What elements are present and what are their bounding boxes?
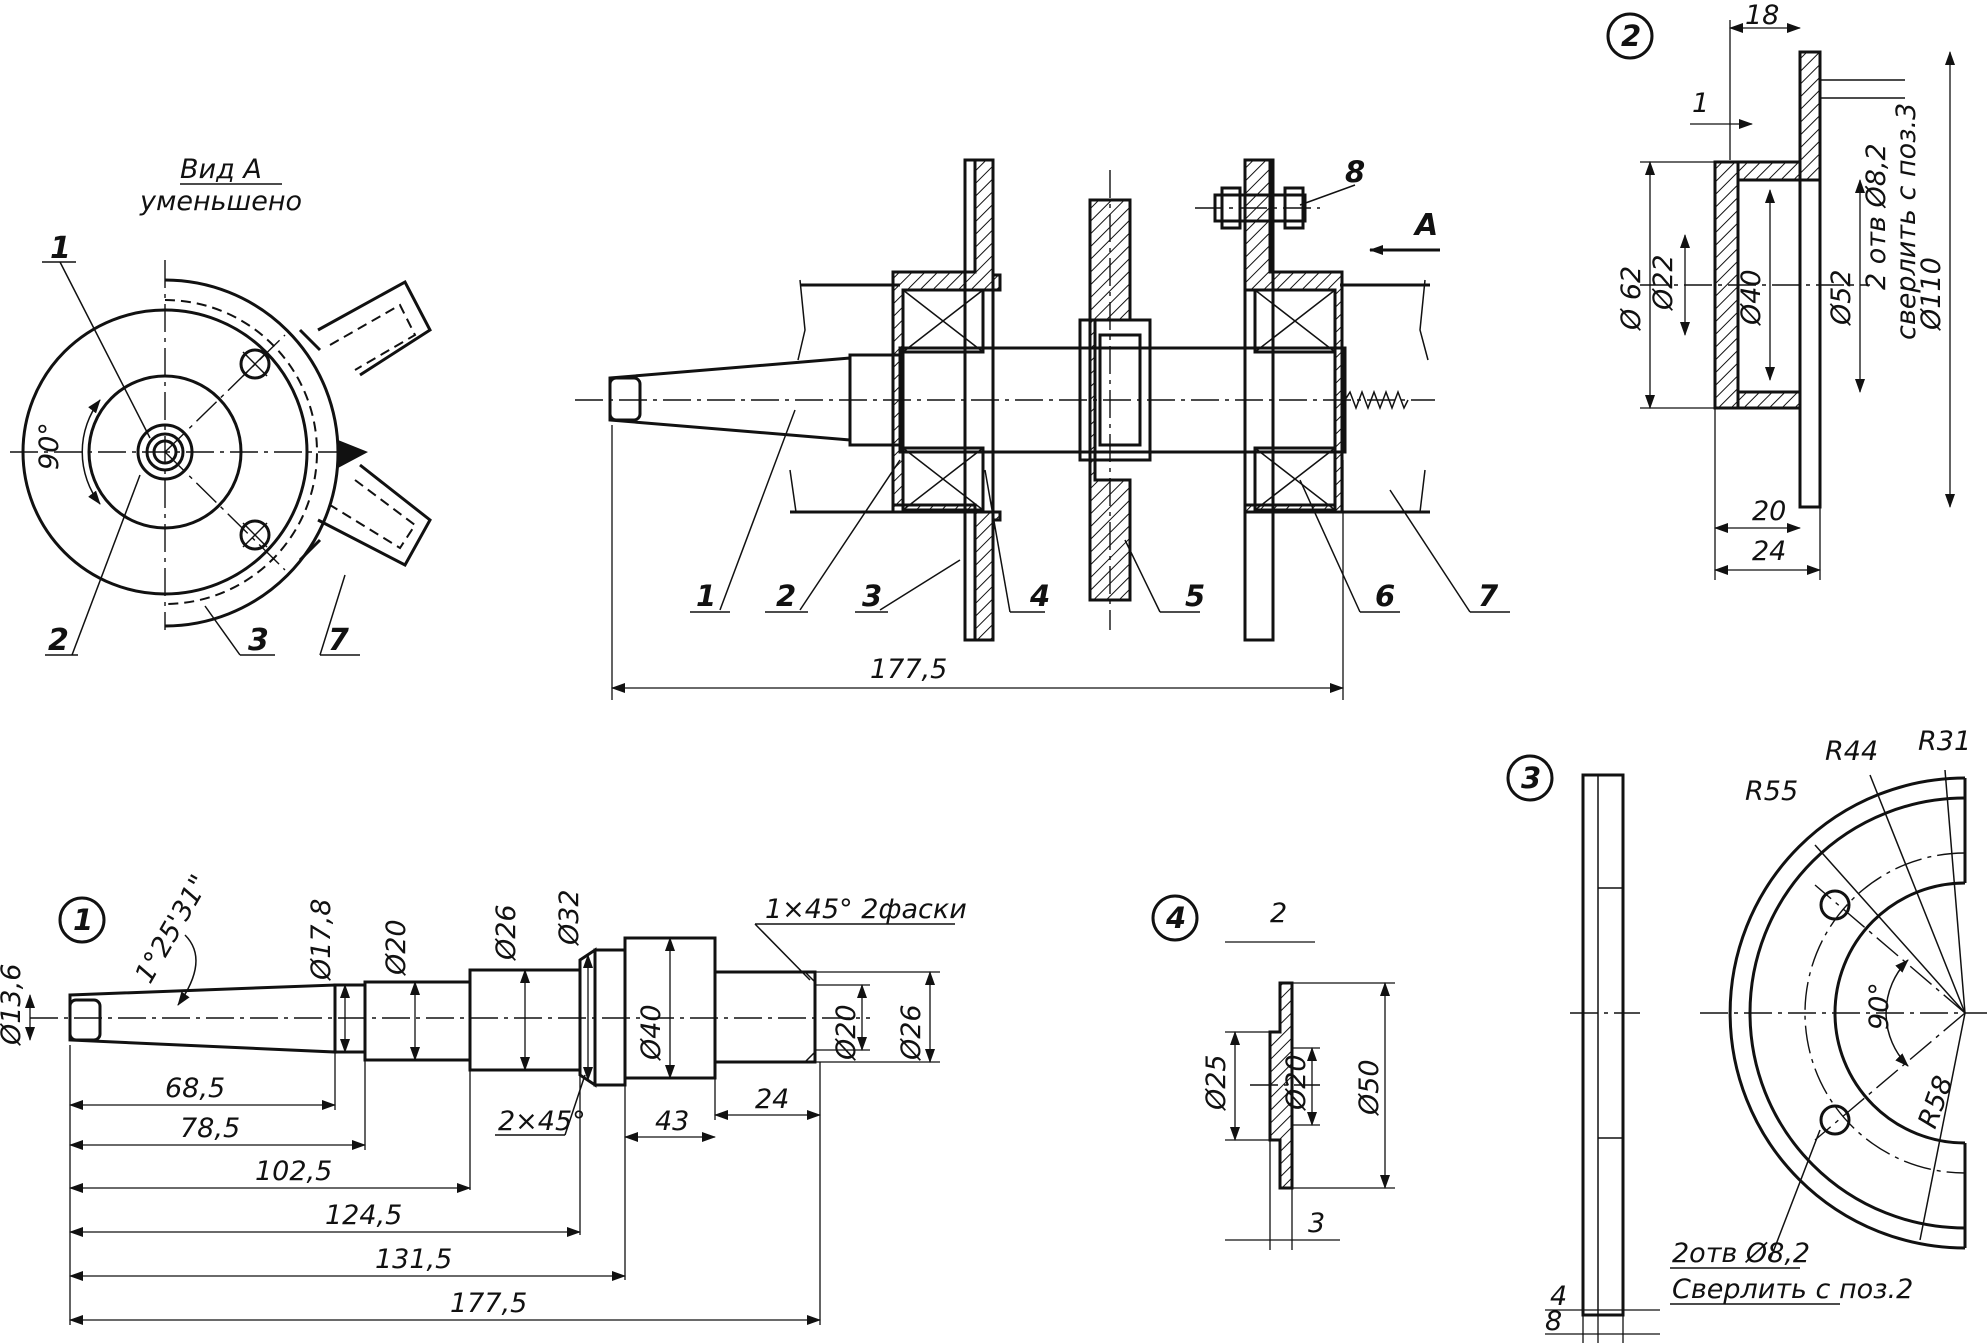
- part4-marker: 4: [1165, 901, 1186, 935]
- part1-d17: Ø17,8: [306, 899, 337, 981]
- part1-d40: Ø40: [636, 1004, 667, 1061]
- part3-note1: 2отв Ø8,2: [1672, 1238, 1810, 1269]
- part1-chamfer-note: 1×45° 2фаски: [765, 894, 967, 925]
- part1-d13: Ø13,6: [0, 964, 27, 1046]
- part1-l24: 24: [755, 1084, 789, 1115]
- part3-r31: R31: [1918, 726, 1971, 757]
- part1-l177: 177,5: [450, 1288, 527, 1319]
- view-a-pos3: 3: [248, 623, 269, 658]
- assembly-section: 8 A 1 2 3 4 5 6 7 177,5: [575, 155, 1510, 700]
- part3-r58: R58: [1912, 1072, 1959, 1133]
- part3-marker: 3: [1521, 761, 1541, 795]
- part4-dim3: 3: [1308, 1208, 1325, 1239]
- view-a-title: Вид А: [180, 154, 262, 185]
- part2-marker: 2: [1621, 19, 1641, 53]
- part1-l124: 124,5: [325, 1200, 402, 1231]
- part2-d40: Ø40: [1736, 269, 1767, 326]
- part1-d32: Ø32: [554, 889, 585, 946]
- assembly-pos2: 2: [776, 579, 796, 613]
- view-a: Вид А уменьшено 90° 1 2: [10, 154, 432, 658]
- plate-side-view: [1581, 773, 1625, 1317]
- part2-d62: Ø 62: [1616, 266, 1647, 331]
- part1-taper: 1°25'31": [129, 870, 215, 989]
- part4-d20: Ø20: [1281, 1054, 1312, 1111]
- part2-d22: Ø22: [1648, 254, 1679, 311]
- part4-d50: Ø50: [1354, 1059, 1385, 1116]
- part-3: 3 4 8 90° R44 R31 R55 R58: [1506, 726, 1987, 1343]
- part1-l68: 68,5: [165, 1073, 225, 1104]
- part2-dim18: 18: [1745, 0, 1779, 31]
- part3-r55: R55: [1745, 776, 1798, 807]
- part2-note1: 2 отв Ø8,2: [1861, 143, 1892, 290]
- assembly-arrow-label: A: [1413, 208, 1438, 243]
- view-a-pos2: 2: [48, 623, 69, 658]
- view-a-pos1: 1: [50, 231, 71, 266]
- part-1: 1 Ø13,6 Ø17,8 Ø20 Ø26 Ø32 Ø40 Ø20 Ø26: [0, 870, 967, 1325]
- part3-note2: Сверлить с поз.2: [1672, 1274, 1913, 1305]
- shaft-taper: [608, 356, 852, 442]
- part2-note2: сверлить с поз.3: [1891, 103, 1922, 340]
- part-4: 4 2 Ø25 Ø20 Ø50 3: [1151, 894, 1395, 1250]
- view-a-angle: 90°: [34, 422, 65, 470]
- assembly-pos8: 8: [1345, 155, 1365, 189]
- sprocket: [1088, 198, 1132, 602]
- part1-d26a: Ø26: [491, 904, 522, 961]
- part4-dim2: 2: [1270, 898, 1287, 929]
- part3-dim4: 4: [1550, 1281, 1567, 1312]
- part3-dim8: 8: [1545, 1306, 1562, 1337]
- part1-l78: 78,5: [180, 1113, 240, 1144]
- view-a-subtitle: уменьшено: [139, 186, 302, 217]
- part3-r44: R44: [1825, 736, 1878, 767]
- part4-d25: Ø25: [1201, 1054, 1232, 1111]
- part1-l131: 131,5: [375, 1244, 452, 1275]
- part3-angle: 90°: [1864, 982, 1895, 1030]
- assembly-length: 177,5: [870, 654, 947, 685]
- part1-l43: 43: [655, 1106, 689, 1137]
- part2-dim24: 24: [1752, 536, 1786, 567]
- part2-d52: Ø52: [1826, 269, 1857, 326]
- assembly-pos4: 4: [1029, 579, 1050, 613]
- part1-l102: 102,5: [255, 1156, 332, 1187]
- assembly-leaders: [690, 409, 1510, 613]
- assembly-pos6: 6: [1375, 579, 1395, 613]
- part1-chamfer2: 2×45°: [498, 1106, 586, 1137]
- part1-d20b: Ø20: [831, 1004, 862, 1061]
- part2-dim1: 1: [1692, 88, 1709, 119]
- assembly-pos1: 1: [696, 579, 716, 613]
- assembly-pos7: 7: [1478, 579, 1499, 613]
- assembly-pos3: 3: [862, 579, 882, 613]
- part1-d26b: Ø26: [896, 1004, 927, 1061]
- washer-section: [1268, 981, 1294, 1190]
- assembly-pos5: 5: [1185, 579, 1205, 613]
- view-a-pos7: 7: [328, 623, 349, 658]
- part2-dim20: 20: [1752, 496, 1786, 527]
- part1-length-dims: [69, 1045, 821, 1325]
- part2-d110: Ø110: [1916, 257, 1947, 331]
- half-ring-outer: [1728, 776, 1966, 1250]
- part1-marker: 1: [73, 903, 93, 937]
- part1-d20a: Ø20: [381, 919, 412, 976]
- part-2: 2 18 1 Ø 62 Ø22 Ø40 Ø52 Ø110 2 отв Ø8,2 …: [1606, 0, 1955, 580]
